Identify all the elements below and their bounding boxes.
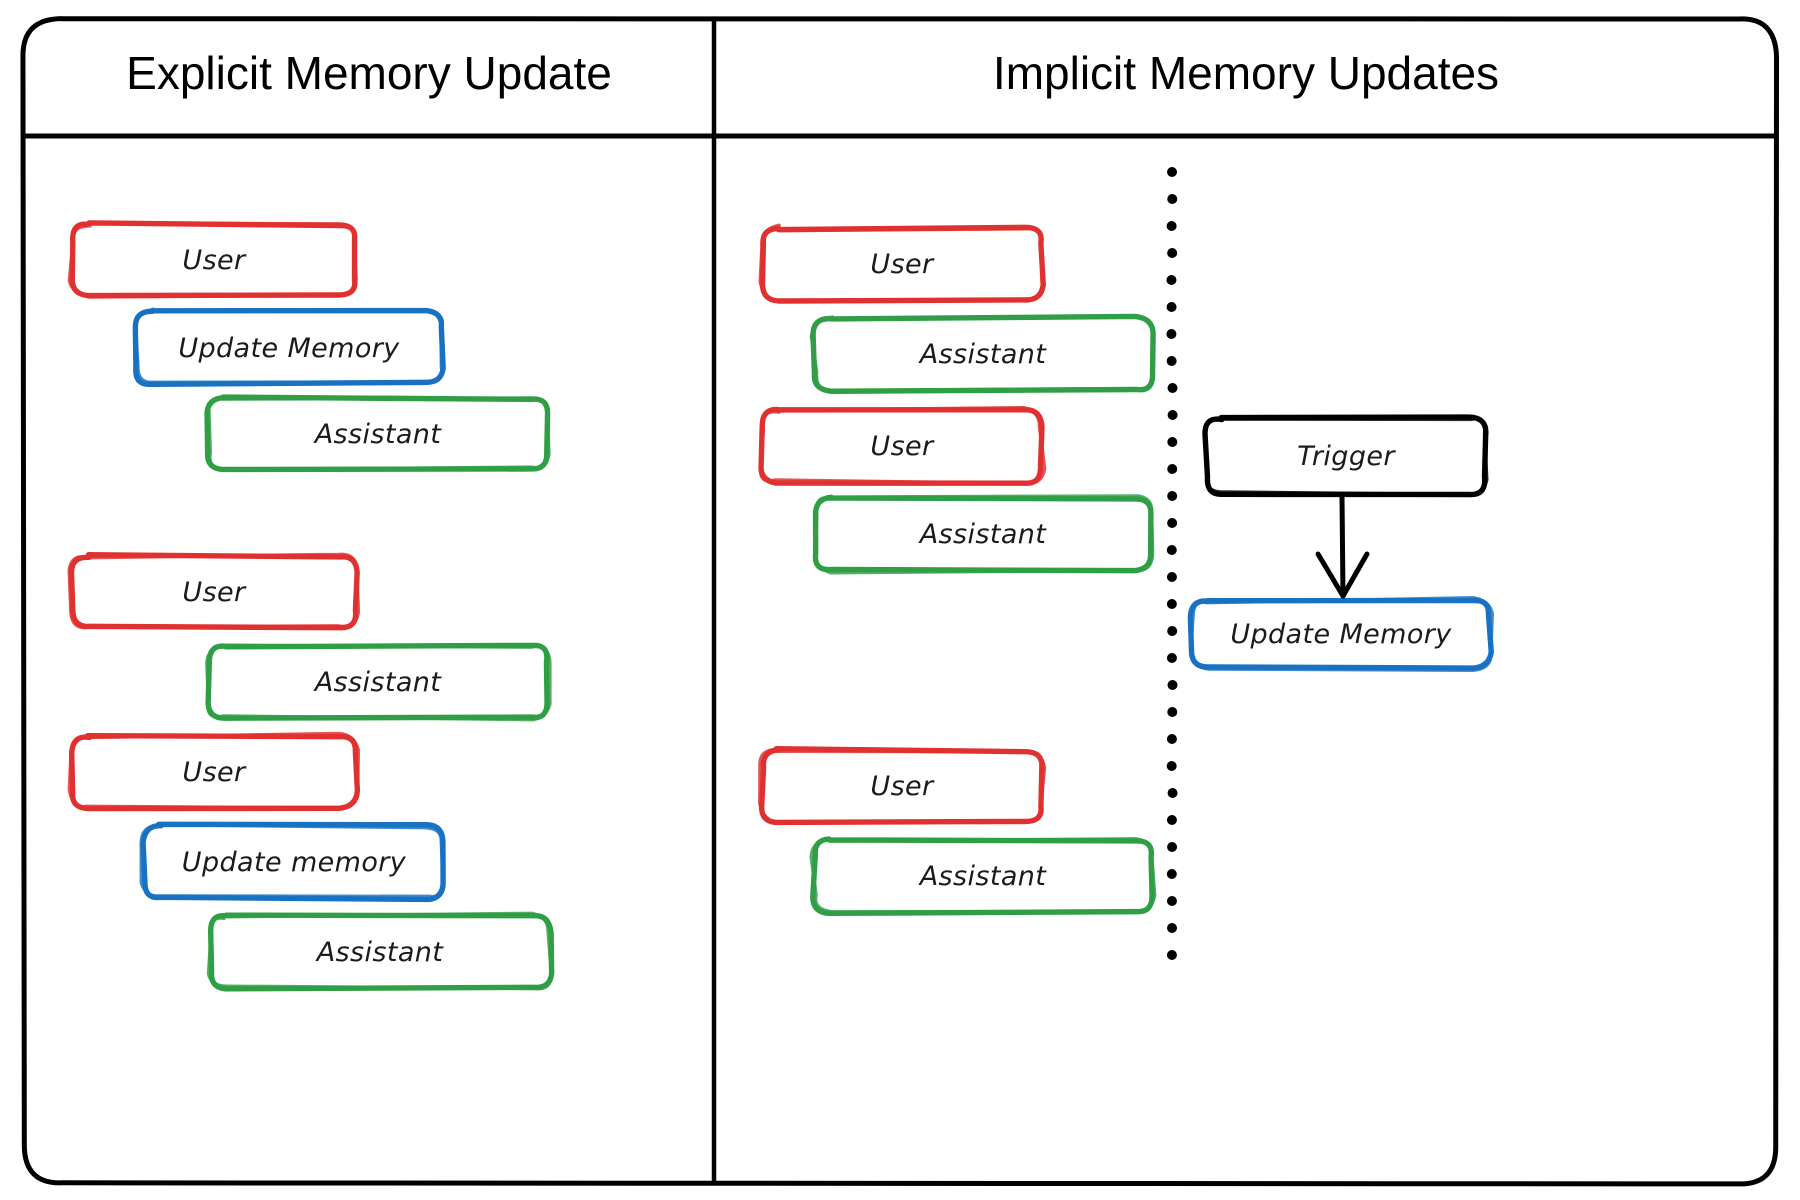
node-l-assistant-3-label[interactable]: Assistant [316,936,444,968]
node-r-user-3-label[interactable]: User [870,770,934,802]
node-l-update-2-label[interactable]: Update memory [181,846,407,878]
node-l-assistant-2-label[interactable]: Assistant [314,666,442,698]
node-l-user-3-label[interactable]: User [182,756,246,788]
node-r-assistant-3-label[interactable]: Assistant [919,860,1047,892]
node-r-update-label[interactable]: Update Memory [1230,618,1452,650]
column-title-explicit: Explicit Memory Update [126,47,612,99]
node-l-update-1-label[interactable]: Update Memory [178,332,400,364]
node-r-trigger-label[interactable]: Trigger [1297,440,1395,472]
column-title-implicit: Implicit Memory Updates [992,47,1500,99]
node-r-user-1-label[interactable]: User [870,248,934,280]
node-r-user-2-label[interactable]: User [870,430,934,462]
node-r-assistant-1-label[interactable]: Assistant [919,338,1047,370]
node-l-user-1-label[interactable]: User [182,244,246,276]
node-l-assistant-1-label[interactable]: Assistant [314,418,442,450]
node-l-user-2-label[interactable]: User [182,576,246,608]
node-r-assistant-2-label[interactable]: Assistant [919,518,1047,550]
